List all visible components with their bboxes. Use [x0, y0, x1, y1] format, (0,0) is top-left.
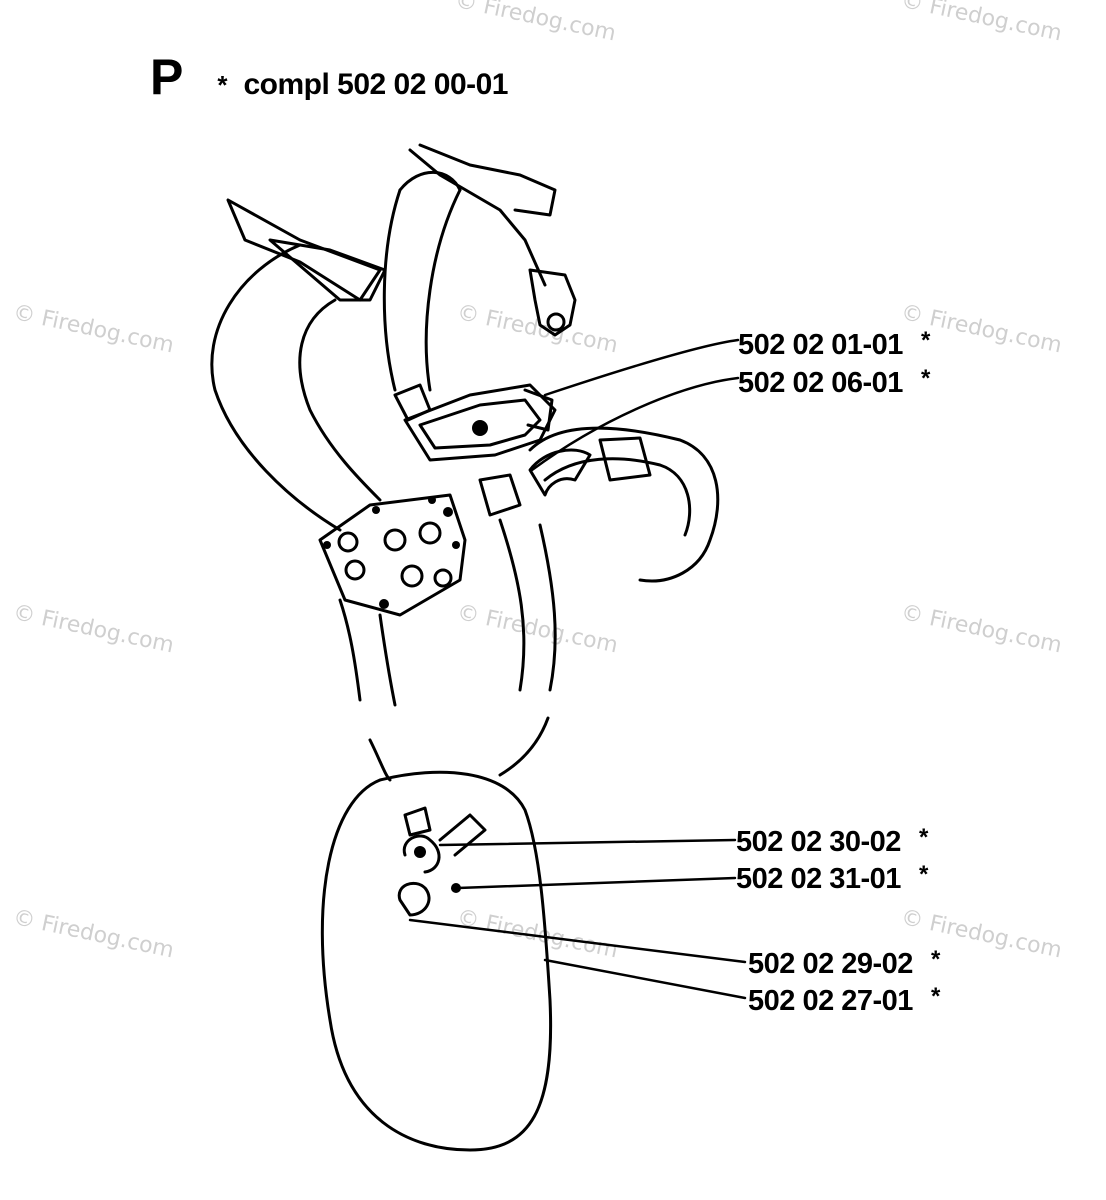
callout-502-02-31-01: 502 02 31-01 *	[736, 861, 928, 896]
left-hip-line	[338, 598, 362, 702]
lower-strap-left	[368, 738, 392, 782]
callout-mark: *	[918, 824, 928, 851]
buckle-clip-right	[523, 388, 554, 432]
lower-strap-tab	[438, 813, 487, 857]
lower-pad	[320, 770, 553, 1152]
callout-mark: *	[930, 983, 940, 1010]
section-letter: P	[150, 49, 184, 105]
hip-pad	[318, 493, 467, 617]
front-strap-right	[424, 188, 462, 392]
top-strap-eyelet	[546, 312, 566, 332]
callout-part-number: 502 02 01-01	[738, 329, 903, 361]
leader-line-31	[456, 876, 737, 890]
lower-strap-tab-2	[403, 806, 432, 837]
leader-line-27	[543, 958, 747, 1000]
callout-502-02-30-02: 502 02 30-02 *	[736, 824, 928, 859]
callout-part-number: 502 02 27-01	[748, 985, 913, 1017]
callout-mark: *	[918, 861, 928, 888]
lower-hook-upper	[402, 834, 441, 874]
buckle-clip-top	[393, 383, 432, 422]
left-strap-tab	[226, 198, 382, 302]
diagram-header: P * compl 502 02 00-01	[150, 48, 508, 106]
left-buckle	[268, 238, 387, 302]
leader-line-29	[408, 918, 747, 964]
lower-strap-right	[498, 716, 550, 777]
right-clip	[598, 436, 652, 482]
leader-line-30	[438, 838, 737, 847]
buckle-tab-bottom	[478, 473, 522, 517]
right-strap-inner	[543, 457, 692, 537]
header-asterisk: *	[217, 70, 228, 100]
left-hip-line-2	[378, 613, 397, 707]
callout-part-number: 502 02 30-02	[736, 826, 901, 858]
callout-part-number: 502 02 06-01	[738, 367, 903, 399]
leader-line-06	[530, 376, 740, 472]
right-lower-strap	[498, 518, 526, 692]
callout-part-number: 502 02 31-01	[736, 863, 901, 895]
assembly-part-number: compl 502 02 00-01	[243, 68, 508, 101]
callout-502-02-01-01: 502 02 01-01 *	[738, 327, 930, 362]
callout-mark: *	[920, 365, 930, 392]
front-strap	[382, 188, 402, 392]
callout-mark: *	[930, 946, 940, 973]
left-shoulder-strap-inner	[298, 298, 382, 502]
callout-part-number: 502 02 29-02	[748, 948, 913, 980]
top-strap-edge	[418, 143, 557, 217]
callout-502-02-06-01: 502 02 06-01 *	[738, 365, 930, 400]
right-hook	[528, 448, 592, 497]
callout-mark: *	[920, 327, 930, 354]
callout-502-02-27-01: 502 02 27-01 *	[748, 983, 940, 1018]
front-strap-top	[398, 170, 462, 192]
right-lower-strap-2	[538, 523, 557, 692]
right-strap	[528, 426, 720, 583]
callout-502-02-29-02: 502 02 29-02 *	[748, 946, 940, 981]
top-strap-end	[528, 268, 577, 337]
top-strap	[408, 148, 547, 287]
lower-hook-lower	[397, 881, 431, 917]
left-shoulder-strap	[210, 243, 342, 532]
leader-line-01	[543, 338, 740, 397]
